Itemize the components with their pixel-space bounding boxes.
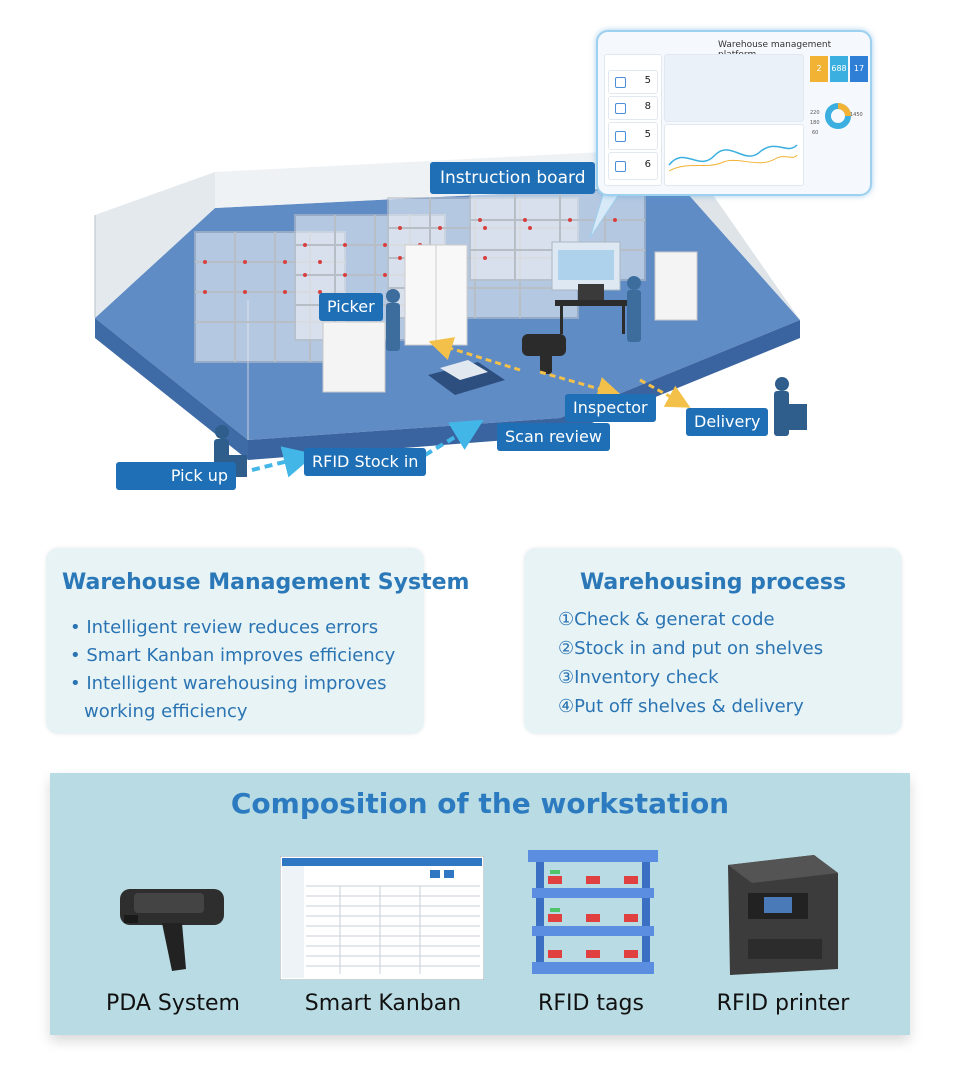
trend-chart-panel <box>664 124 804 186</box>
trend-chart <box>668 144 798 172</box>
label-inspector: Inspector <box>565 394 656 422</box>
process-step: ①Check & generat code <box>558 609 775 630</box>
cabinet <box>654 251 698 321</box>
flow-arrow <box>428 337 521 372</box>
process-step: ③Inventory check <box>558 667 719 688</box>
warehouse-3d-panel <box>664 54 804 122</box>
label-printer-icon <box>728 855 838 975</box>
process-card: Warehousing process ①Check & generat cod… <box>524 548 902 734</box>
workstation-title: Composition of the workstation <box>230 787 730 820</box>
wms-bullet: • Intelligent warehousing improves <box>70 673 387 694</box>
workstation-desk <box>555 300 630 306</box>
label-pickup: Pick up <box>116 462 236 490</box>
wms-card: Warehouse Management System • Intelligen… <box>46 548 469 734</box>
wms-bullet: • Intelligent review reduces errors <box>70 617 379 638</box>
wms-bullet: working efficiency <box>84 701 248 722</box>
wms-bullet: • Smart Kanban improves efficiency <box>70 645 396 666</box>
stat-box: 17 <box>850 56 868 82</box>
task-icon <box>615 77 626 88</box>
rfid-shelf-icon <box>528 850 658 974</box>
pda-scanner-icon <box>120 889 224 971</box>
flow-arrow <box>423 419 484 457</box>
task-row: 6 <box>608 152 658 180</box>
label-picker: Picker <box>319 293 383 321</box>
handheld-scanner <box>522 334 566 374</box>
label-delivery: Delivery <box>686 408 769 436</box>
ws-label-rfid-tags: RFID tags <box>538 991 644 1016</box>
ws-label-kanban: Smart Kanban <box>304 991 462 1016</box>
process-step: ④Put off shelves & delivery <box>558 696 804 717</box>
workstation-panel: Composition of the workstation <box>50 773 910 1035</box>
task-icon <box>615 103 626 114</box>
label-instruction-board: Instruction board <box>430 162 596 194</box>
stat-box: 688 <box>830 56 848 82</box>
flow-arrow <box>639 378 691 408</box>
task-row: 8 <box>608 96 658 120</box>
dashboard-inset: Warehouse management platform 5 8 5 6 2 … <box>596 30 872 196</box>
ws-label-rfid-printer: RFID printer <box>716 991 850 1016</box>
kanban-screen-icon <box>280 856 484 980</box>
process-step: ②Stock in and put on shelves <box>558 638 824 659</box>
warehouse-illustration: Warehouse management platform 5 8 5 6 2 … <box>0 0 960 520</box>
stat-box: 2 <box>810 56 828 82</box>
box-pallet <box>428 360 505 395</box>
flow-arrow <box>251 446 316 478</box>
task-icon <box>615 161 626 172</box>
process-card-title: Warehousing process <box>579 570 847 595</box>
person-silhouette <box>386 276 641 351</box>
task-icon <box>615 131 626 142</box>
ws-label-pda: PDA System <box>106 991 240 1016</box>
wms-card-title: Warehouse Management System <box>62 570 470 595</box>
donut-chart-icon <box>825 103 851 129</box>
task-row: 5 <box>608 122 658 150</box>
label-rfid-stock-in: RFID Stock in <box>304 448 427 476</box>
label-scan-review: Scan review <box>497 423 610 451</box>
cabinet <box>322 321 386 393</box>
flow-arrow <box>539 370 622 401</box>
task-row: 5 <box>608 70 658 94</box>
